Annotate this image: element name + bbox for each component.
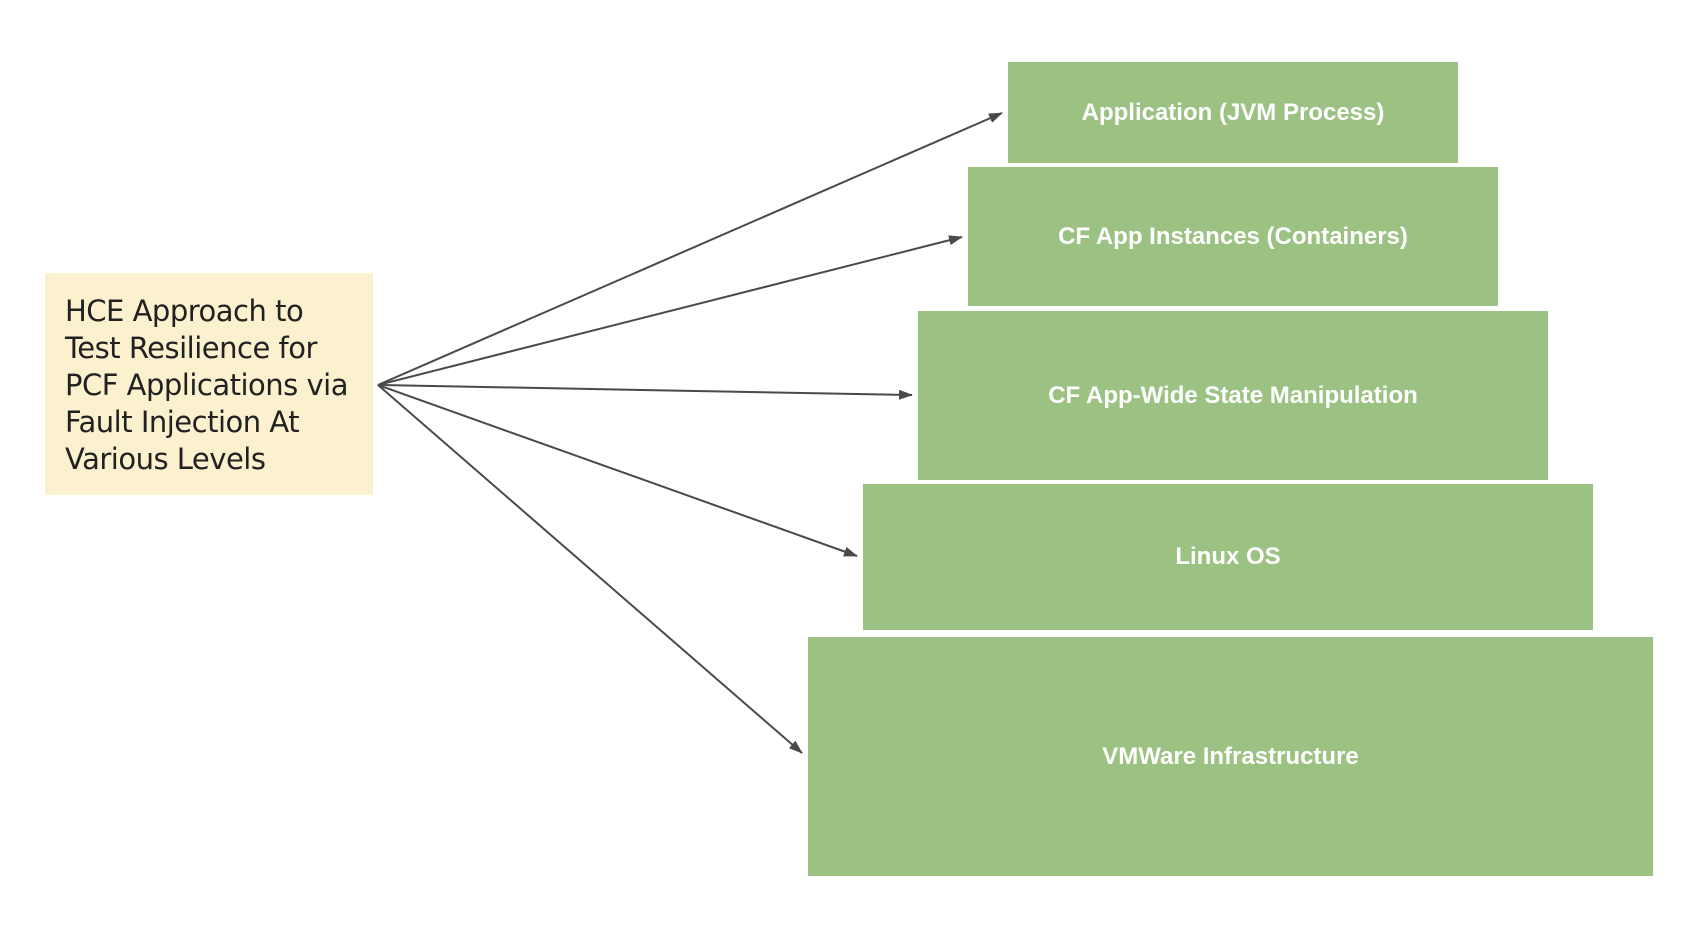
arrow-to-application xyxy=(377,112,1003,386)
level-box-cf-app-wide-state: CF App-Wide State Manipulation xyxy=(918,311,1548,480)
arrow-to-cf-app-instances xyxy=(377,235,963,386)
arrow-to-linux-os xyxy=(377,384,858,557)
level-label: VMWare Infrastructure xyxy=(1102,742,1359,770)
level-label: Linux OS xyxy=(1175,543,1281,570)
approach-note-box: HCE Approach to Test Resilience for PCF … xyxy=(45,273,373,495)
arrow-to-cf-app-wide-state xyxy=(377,384,913,400)
note-line: Various Levels xyxy=(65,442,266,476)
note-line: Test Resilience for xyxy=(65,331,317,365)
note-line: PCF Applications via xyxy=(65,368,349,402)
level-label: CF App Instances (Containers) xyxy=(1058,222,1408,250)
level-box-application: Application (JVM Process) xyxy=(1008,62,1458,163)
note-line: Fault Injection At xyxy=(65,405,300,439)
level-label: Application (JVM Process) xyxy=(1081,98,1385,126)
level-label: CF App-Wide State Manipulation xyxy=(1048,381,1418,409)
note-line: HCE Approach to xyxy=(65,294,304,328)
level-box-vmware-infra: VMWare Infrastructure xyxy=(808,637,1653,876)
arrow-to-vmware-infra xyxy=(377,384,803,754)
level-box-cf-app-instances: CF App Instances (Containers) xyxy=(968,167,1498,306)
level-box-linux-os: Linux OS xyxy=(863,484,1593,630)
